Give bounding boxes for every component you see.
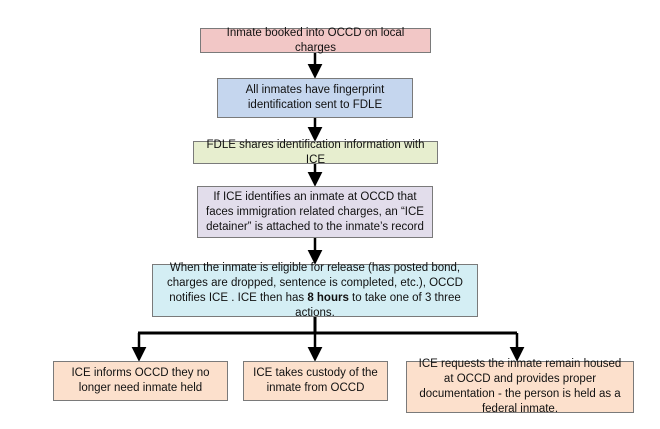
step-release-text: When the inmate is eligible for release … [159, 261, 471, 321]
outcome-custody-box: ICE takes custody of the inmate from OCC… [243, 361, 388, 401]
step-release-text-before: When the inmate is eligible for release … [167, 261, 463, 304]
outcome-federal-hold-box: ICE requests the inmate remain housed at… [406, 358, 634, 415]
step-release-box: When the inmate is eligible for release … [152, 262, 478, 319]
outcome-federal-hold-text: ICE requests the inmate remain housed at… [418, 358, 622, 415]
step-ice-detainer-box: If ICE identifies an inmate at OCCD that… [197, 186, 433, 238]
outcome-no-hold-box: ICE informs OCCD they no longer need inm… [53, 361, 228, 401]
step-release-hours: 8 hours [307, 291, 349, 304]
step-fdle-share-text: FDLE shares identification information w… [206, 138, 425, 166]
step-fingerprint-text: All inmates have fingerprint identificat… [245, 84, 385, 111]
step-fdle-share-box: FDLE shares identification information w… [193, 139, 438, 166]
step-booked-text: Inmate booked into OCCD on local charges [226, 26, 405, 54]
outcome-no-hold-text: ICE informs OCCD they no longer need inm… [71, 367, 210, 394]
step-ice-detainer-text: If ICE identifies an inmate at OCCD that… [206, 190, 424, 233]
step-fingerprint-box: All inmates have fingerprint identificat… [217, 78, 413, 118]
outcome-custody-text: ICE takes custody of the inmate from OCC… [253, 367, 378, 394]
step-release-text-after: to take one of 3 three actions. [295, 291, 461, 319]
step-booked-box: Inmate booked into OCCD on local charges [200, 26, 431, 54]
